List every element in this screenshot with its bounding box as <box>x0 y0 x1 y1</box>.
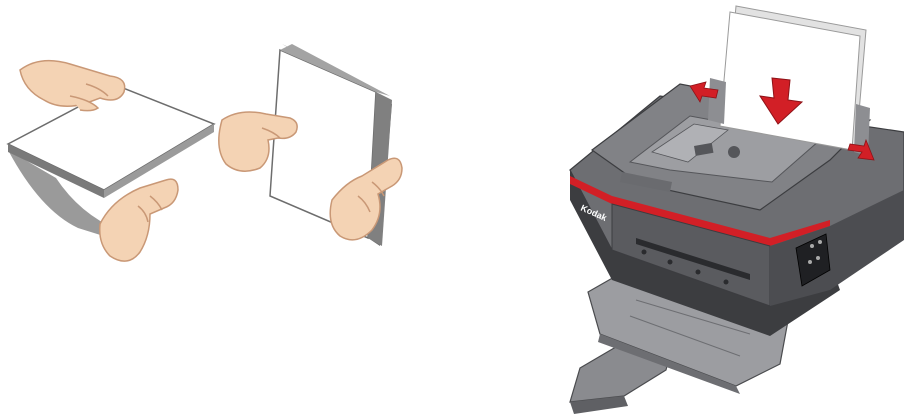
paper-flexing-svg <box>0 0 440 300</box>
printer-loading-illustration: Kodak <box>540 0 904 414</box>
printer-svg: Kodak <box>540 0 904 414</box>
paper-flexing-illustration <box>0 0 440 300</box>
